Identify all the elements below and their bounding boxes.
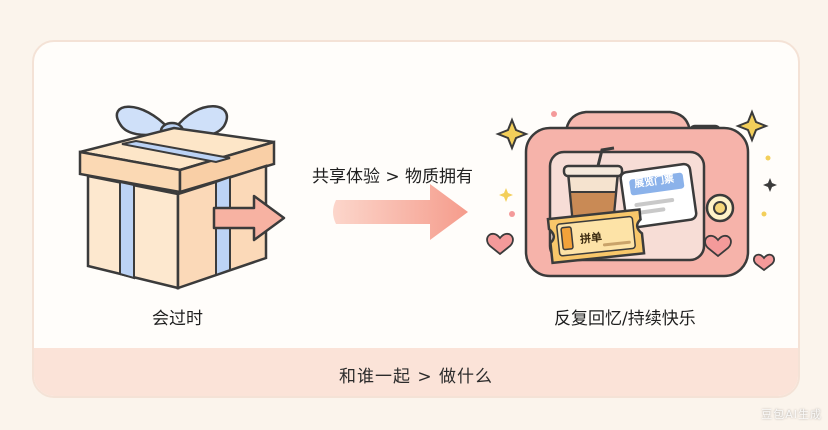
- heart-icon: [486, 233, 776, 272]
- diagram-card: 拼单 展览门票 会过时 共享体验 > 物质拥有 反复回忆/持续快乐 和谁一起 >…: [32, 40, 800, 398]
- camera-icon: [524, 110, 750, 278]
- illustration: 拼单 展览门票: [78, 105, 777, 290]
- ticket-label: 拼单: [579, 230, 602, 246]
- middle-caption: 共享体验 > 物质拥有: [312, 167, 474, 187]
- left-caption: 会过时: [152, 309, 203, 329]
- sparkle-icon: [495, 109, 777, 217]
- right-caption: 反复回忆/持续快乐: [554, 309, 696, 329]
- gift-box-icon: [78, 105, 286, 290]
- watermark: 豆包AI生成: [761, 408, 822, 421]
- arrow-icon: [333, 184, 468, 240]
- footer-band: 和谁一起 > 做什么: [34, 348, 798, 396]
- footer-caption: 和谁一起 > 做什么: [338, 367, 494, 387]
